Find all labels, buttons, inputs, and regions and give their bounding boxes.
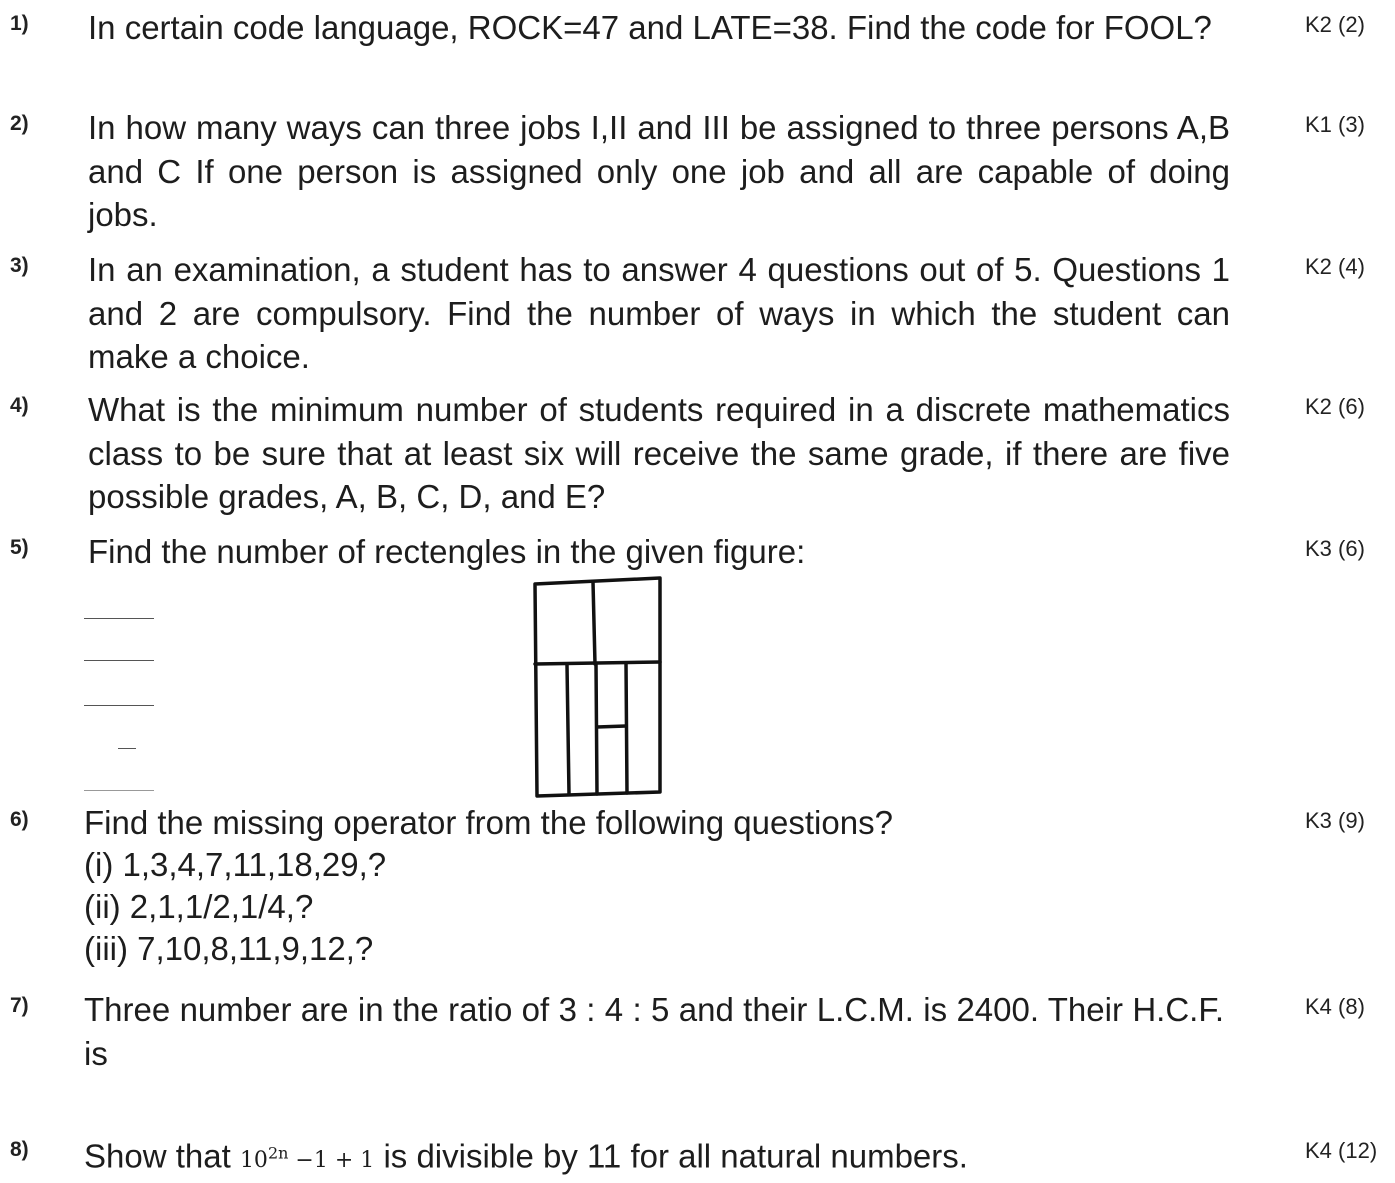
rectangle-figure [533,576,662,798]
question-text-main: Find the missing operator from the follo… [84,804,893,841]
question-text-after: is divisible by 11 for all natural numbe… [383,1137,968,1175]
question-number: 7) [10,994,29,1017]
question-text: Find the number of rectengles in the giv… [88,533,806,570]
math-rest: −1 + 1 [288,1148,375,1174]
marks-label: K2 (6) [1305,394,1365,419]
answer-blank-line [84,705,154,706]
marks-label: K3 (6) [1305,536,1365,561]
answer-blank-line [118,748,136,749]
answer-blank-line [84,660,154,661]
question-text: In an examination, a student has to answ… [88,251,1230,375]
question-text: Three number are in the ratio of 3 : 4 :… [84,991,1224,1072]
question-number: 1) [10,12,29,35]
question-number: 2) [10,112,29,135]
marks-label: K1 (3) [1305,112,1365,137]
question-text: In certain code language, ROCK=47 and LA… [88,9,1212,46]
marks-label: K4 (8) [1305,994,1365,1019]
question-text: In how many ways can three jobs I,II and… [88,109,1230,233]
question-text: Find the missing operator from the follo… [84,802,1226,970]
question-text-before: Show that [84,1137,231,1175]
subpart-ii: (ii) 2,1,1/2,1/4,? [84,888,314,925]
question-number: 5) [10,536,29,559]
marks-label: K3 (9) [1305,808,1365,833]
subpart-iii: (iii) 7,10,8,11,9,12,? [84,930,374,967]
marks-label: K4 (12) [1305,1138,1378,1163]
math-exponent: 2n [267,1144,289,1163]
question-text: What is the minimum number of students r… [88,391,1230,515]
question-number: 3) [10,254,29,277]
question-number: 8) [10,1138,29,1161]
answer-blank-line [84,618,154,619]
marks-label: K2 (4) [1305,254,1365,279]
answer-blank-line [84,790,154,791]
subpart-i: (i) 1,3,4,7,11,18,29,? [84,846,387,883]
math-base: 10 [239,1148,268,1174]
math-expression: 102n −1 + 1 [239,1144,375,1174]
marks-label: K2 (2) [1305,12,1365,37]
question-text: Show that 102n −1 + 1 is divisible by 11… [84,1132,1226,1183]
question-number: 6) [10,808,29,831]
question-number: 4) [10,394,29,417]
